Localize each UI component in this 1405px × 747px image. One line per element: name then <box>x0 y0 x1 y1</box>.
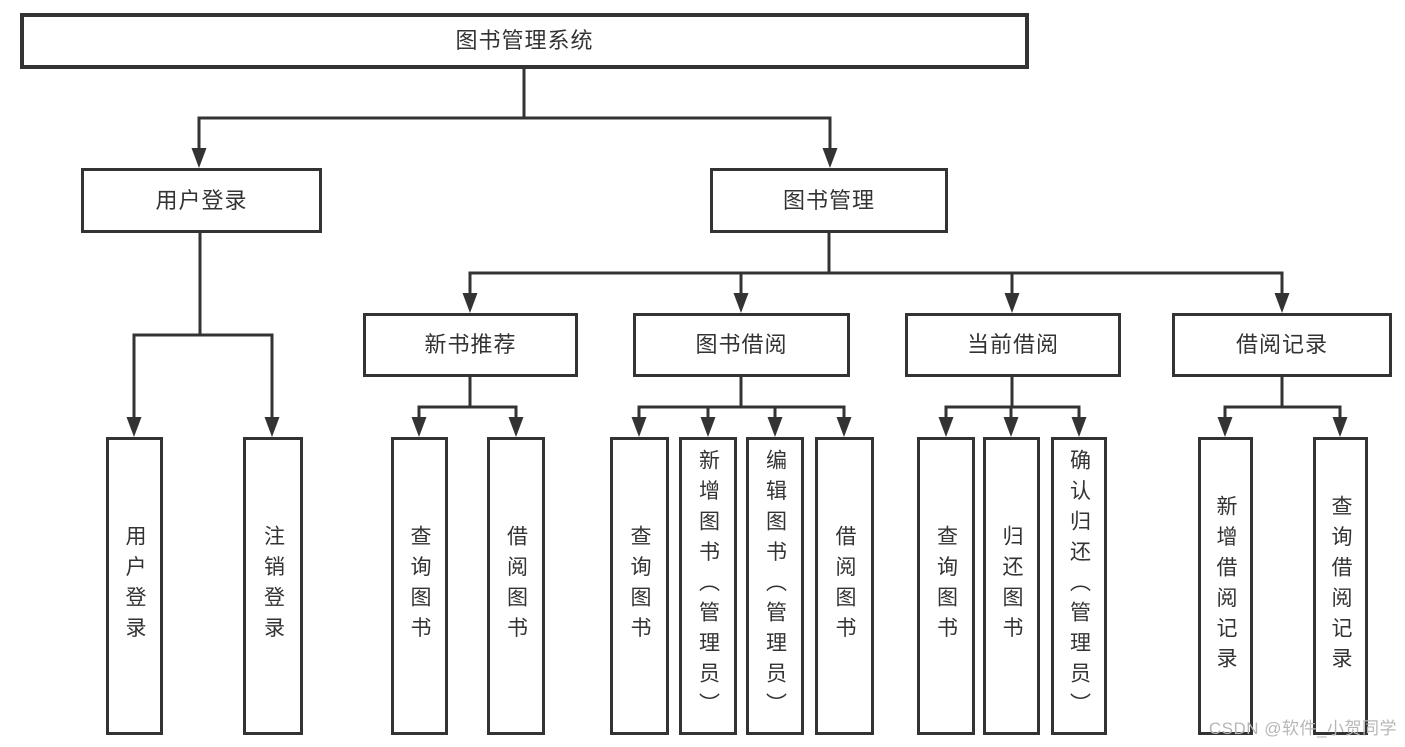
leaf-current-confirm-return-admin: 确认归还（管理员） <box>1051 437 1107 735</box>
leaf-borrowing-add-books-admin: 新增图书（管理员） <box>679 437 737 735</box>
arrow-down-icon <box>733 293 749 313</box>
node-label: 编辑图书（管理员） <box>763 448 787 724</box>
node-label: 查询图书 <box>408 525 431 647</box>
node-label: 图书管理 <box>782 187 875 213</box>
arrow-down-icon <box>836 417 852 437</box>
node-borrow-records: 借阅记录 <box>1172 313 1392 377</box>
node-label: 归还图书 <box>1000 525 1023 647</box>
arrow-down-icon <box>822 148 838 168</box>
arrow-down-icon <box>1332 417 1348 437</box>
node-label: 查询图书 <box>628 525 651 647</box>
arrow-down-icon <box>1071 417 1087 437</box>
arrow-down-icon <box>411 417 427 437</box>
node-label: 新书推荐 <box>424 332 517 357</box>
leaf-records-add-borrow-record: 新增借阅记录 <box>1198 437 1253 735</box>
leaf-recommend-borrow-books: 借阅图书 <box>487 437 545 735</box>
node-label: 用户登录 <box>123 525 146 647</box>
leaf-borrowing-borrow-books: 借阅图书 <box>815 437 874 735</box>
node-label: 借阅图书 <box>833 525 856 647</box>
node-label: 当前借阅 <box>966 332 1059 357</box>
leaf-current-query-books: 查询图书 <box>917 437 975 735</box>
node-label: 查询借阅记录 <box>1329 494 1352 678</box>
node-label: 新增图书（管理员） <box>696 448 720 724</box>
arrow-down-icon <box>191 148 207 168</box>
arrow-down-icon <box>126 417 142 437</box>
node-label: 借阅记录 <box>1235 332 1328 357</box>
csdn-watermark: CSDN @软件_小贺同学 <box>1208 719 1397 738</box>
node-label: 图书管理系统 <box>455 28 594 53</box>
arrow-down-icon <box>767 417 783 437</box>
node-new-book-recommend: 新书推荐 <box>363 313 578 377</box>
node-current-borrowing: 当前借阅 <box>905 313 1121 377</box>
node-label: 查询图书 <box>934 525 958 647</box>
node-label: 确认归还（管理员） <box>1067 448 1091 724</box>
node-user-login: 用户登录 <box>81 168 322 233</box>
arrow-down-icon <box>631 417 647 437</box>
node-label: 新增借阅记录 <box>1214 494 1237 678</box>
arrow-down-icon <box>1274 293 1290 313</box>
node-label: 用户登录 <box>155 187 248 213</box>
leaf-user-login: 用户登录 <box>106 437 163 735</box>
leaf-borrowing-edit-books-admin: 编辑图书（管理员） <box>746 437 804 735</box>
arrow-down-icons <box>126 148 1348 437</box>
arrow-down-icon <box>462 293 478 313</box>
arrow-down-icon <box>700 417 716 437</box>
node-label: 借阅图书 <box>504 525 528 647</box>
arrow-down-icon <box>264 417 280 437</box>
leaf-recommend-query-books: 查询图书 <box>391 437 448 735</box>
arrow-down-icon <box>1003 417 1019 437</box>
arrow-down-icon <box>1217 417 1233 437</box>
leaf-logout: 注销登录 <box>243 437 303 735</box>
leaf-records-query-borrow-record: 查询借阅记录 <box>1313 437 1368 735</box>
arrow-down-icon <box>1004 293 1020 313</box>
leaf-borrowing-query-books: 查询图书 <box>610 437 669 735</box>
arrow-down-icon <box>508 417 524 437</box>
node-label: 注销登录 <box>261 525 285 647</box>
arrow-down-icon <box>938 417 954 437</box>
leaf-current-return-books: 归还图书 <box>983 437 1040 735</box>
node-label: 图书借阅 <box>695 332 788 357</box>
node-root-library-management-system: 图书管理系统 <box>20 13 1029 69</box>
node-book-borrowing: 图书借阅 <box>633 313 850 377</box>
node-book-management: 图书管理 <box>710 168 948 233</box>
